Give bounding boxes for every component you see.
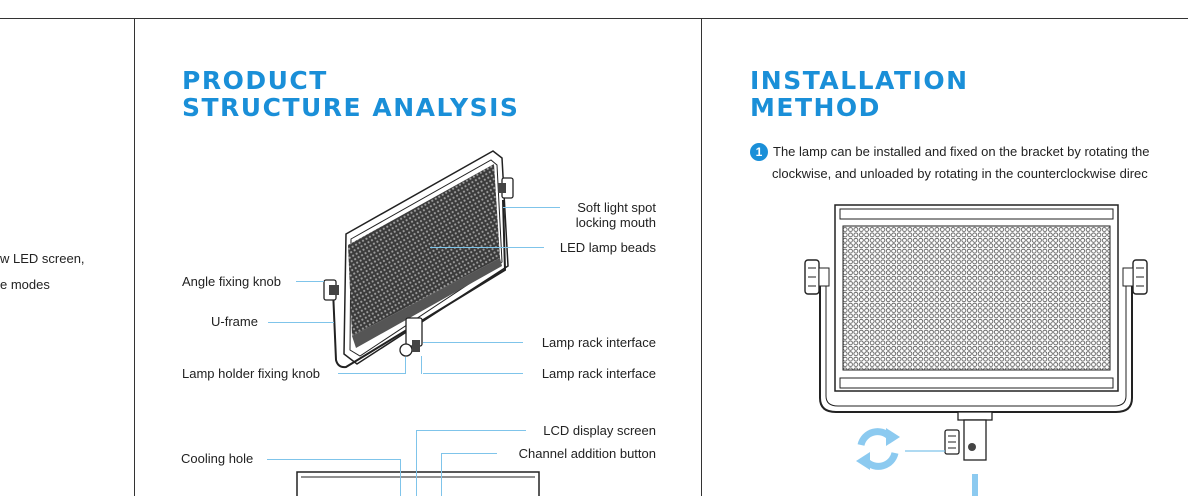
callout-lamp-rack-1 <box>423 342 523 343</box>
callout-channel-v <box>441 453 442 496</box>
callout-u-frame <box>268 322 334 323</box>
callout-lcd-h <box>416 430 526 431</box>
step-text-line2: clockwise, and unloaded by rotating in t… <box>772 166 1148 181</box>
structure-title: PRODUCT STRUCTURE ANALYSIS <box>182 67 519 121</box>
label-cooling-hole: Cooling hole <box>181 451 254 466</box>
left-text-fragment-1: w LED screen, <box>0 251 85 266</box>
left-text-fragment-2: e modes <box>0 277 50 292</box>
panel-frame-inner <box>349 159 503 357</box>
led-beads-area <box>348 164 500 336</box>
pole-indicator <box>972 474 978 496</box>
label-soft-light-line1: Soft light spot <box>577 200 656 215</box>
label-holder-knob: Lamp holder fixing knob <box>182 366 321 381</box>
callout-holder-knob-v <box>405 357 406 374</box>
callout-lamp-rack-2-h <box>423 373 523 374</box>
label-channel-button: Channel addition button <box>518 446 656 461</box>
callout-soft-light <box>503 207 560 208</box>
step-text-line1: The lamp can be installed and fixed on t… <box>773 144 1150 159</box>
installation-title: INSTALLATION METHOD <box>750 67 969 121</box>
callout-lcd-v <box>416 430 417 496</box>
label-soft-light: Soft light spot locking mouth <box>520 200 656 230</box>
callout-channel-h <box>441 453 497 454</box>
callout-lamp-rack-2-v <box>421 356 422 374</box>
rotate-arrows-icon <box>856 428 900 470</box>
column-divider-left <box>134 18 135 496</box>
u-frame <box>332 199 507 369</box>
structure-title-line2: STRUCTURE ANALYSIS <box>182 93 520 122</box>
installation-title-line1: INSTALLATION <box>750 66 969 95</box>
led-bead-grid <box>842 225 1111 371</box>
label-soft-light-line2: locking mouth <box>575 215 656 230</box>
callout-led-beads <box>430 247 544 248</box>
label-led-beads: LED lamp beads <box>559 240 656 255</box>
label-lamp-rack-2: Lamp rack interface <box>541 366 656 381</box>
callout-cooling-v <box>400 459 401 496</box>
step-number-badge: 1 <box>750 143 768 161</box>
top-divider <box>0 18 1188 19</box>
installation-title-line2: METHOD <box>750 93 881 122</box>
lower-strip <box>352 258 502 348</box>
second-panel-top <box>296 471 540 496</box>
label-lcd-screen: LCD display screen <box>543 423 656 438</box>
column-divider-right <box>701 18 702 496</box>
callout-cooling-h <box>267 459 400 460</box>
label-u-frame: U-frame <box>211 314 258 329</box>
label-angle-knob: Angle fixing knob <box>182 274 282 289</box>
callout-holder-knob-h <box>338 373 405 374</box>
led-panel-diagram <box>296 150 540 496</box>
label-lamp-rack-1: Lamp rack interface <box>541 335 656 350</box>
structure-title-line1: PRODUCT <box>182 66 328 95</box>
callout-angle-knob <box>296 281 324 282</box>
bracket-mount <box>957 411 993 421</box>
